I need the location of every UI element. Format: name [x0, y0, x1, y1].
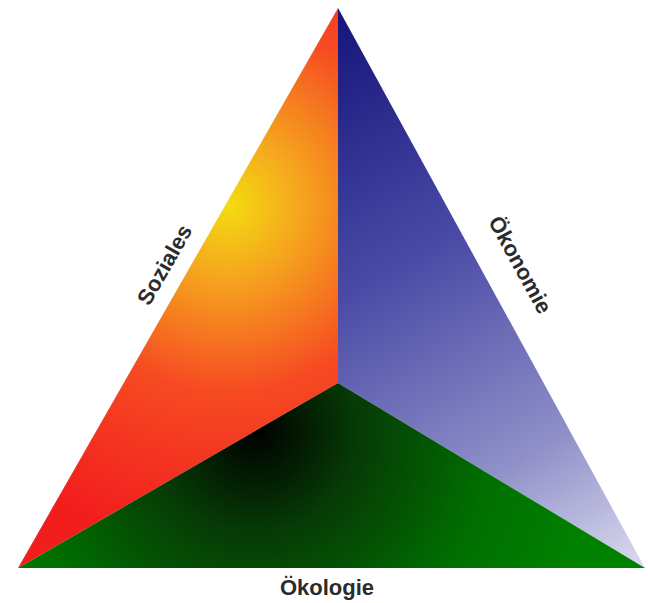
ecology-face — [18, 383, 645, 568]
dimension-label: Ökologie — [280, 577, 374, 599]
